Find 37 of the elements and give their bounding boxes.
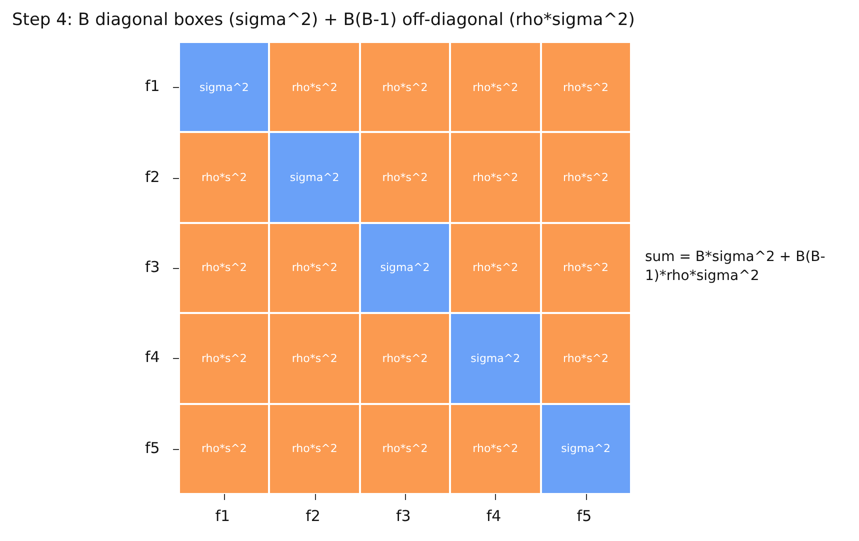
matrix-cell: sigma^2: [179, 42, 270, 132]
column-label: f4: [486, 507, 502, 525]
matrix-cell: rho*s^2: [540, 42, 631, 132]
matrix-cell: rho*s^2: [179, 404, 270, 494]
column-label: f1: [215, 507, 230, 525]
column-label: f5: [576, 507, 592, 525]
matrix-cell: sigma^2: [450, 313, 541, 404]
matrix-cell: rho*s^2: [540, 222, 631, 314]
matrix-cell: rho*s^2: [179, 222, 270, 314]
matrix-cell: rho*s^2: [179, 313, 270, 404]
matrix-cell: rho*s^2: [450, 132, 541, 223]
row-label: f3: [145, 258, 160, 276]
matrix-cell: sigma^2: [269, 132, 360, 223]
matrix-cell: rho*s^2: [179, 132, 270, 223]
matrix-cell: rho*s^2: [269, 42, 360, 132]
matrix-cell: rho*s^2: [360, 404, 450, 494]
matrix-cell: rho*s^2: [360, 132, 450, 223]
row-label: f2: [145, 168, 160, 186]
matrix-cell: rho*s^2: [450, 42, 541, 132]
matrix-cell: rho*s^2: [450, 404, 541, 494]
matrix-cell: rho*s^2: [269, 404, 360, 494]
matrix-cell: sigma^2: [360, 222, 450, 314]
matrix-cell: rho*s^2: [450, 222, 541, 314]
matrix-cell: rho*s^2: [269, 313, 360, 404]
matrix-cell: rho*s^2: [540, 132, 631, 223]
column-label: f2: [306, 507, 320, 525]
matrix-cell: rho*s^2: [360, 42, 450, 132]
chart-title: Step 4: B diagonal boxes (sigma^2) + B(B-1) off-diagonal (rho*sigma^2): [12, 10, 635, 30]
column-label: f3: [396, 507, 411, 525]
note-text: sum = B*sigma^2 + B(B-1)*rho*sigma^2: [645, 248, 826, 286]
matrix-cell: rho*s^2: [540, 313, 631, 404]
matrix-cell: rho*s^2: [269, 222, 360, 314]
row-label: f5: [145, 438, 160, 457]
matrix-cell: sigma^2: [540, 404, 631, 494]
matrix-cell: rho*s^2: [360, 313, 450, 404]
row-label: f4: [145, 348, 160, 366]
row-label: f1: [145, 77, 160, 96]
